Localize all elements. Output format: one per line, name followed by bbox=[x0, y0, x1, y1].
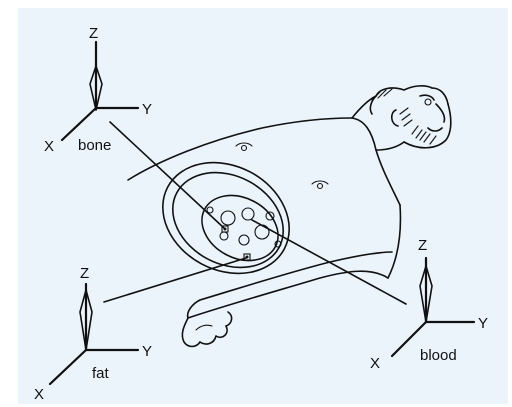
patient-figure bbox=[128, 86, 451, 347]
torso-cross-section bbox=[143, 141, 308, 295]
tissue-label-bone: bone bbox=[78, 137, 111, 154]
tissue-label-blood: blood bbox=[420, 347, 457, 364]
leader-line-fat bbox=[104, 258, 246, 302]
axis-z-label: Z bbox=[89, 25, 98, 42]
axes-bone: Z Y X bone bbox=[44, 25, 152, 155]
axis-y-label: Y bbox=[478, 315, 488, 332]
axis-x-label: X bbox=[370, 355, 380, 372]
tissue-label-fat: fat bbox=[92, 365, 110, 382]
axis-z-label: Z bbox=[418, 237, 427, 254]
axis-z-label: Z bbox=[80, 265, 89, 282]
axis-y-label: Y bbox=[142, 343, 152, 360]
axis-y-label: Y bbox=[142, 101, 152, 118]
axis-x-label: X bbox=[44, 138, 54, 155]
leader-line-bone bbox=[110, 122, 224, 228]
axes-fat: Z Y X fat bbox=[34, 265, 152, 403]
axis-x-label: X bbox=[34, 386, 44, 403]
axes-blood: Z Y X blood bbox=[370, 237, 488, 372]
